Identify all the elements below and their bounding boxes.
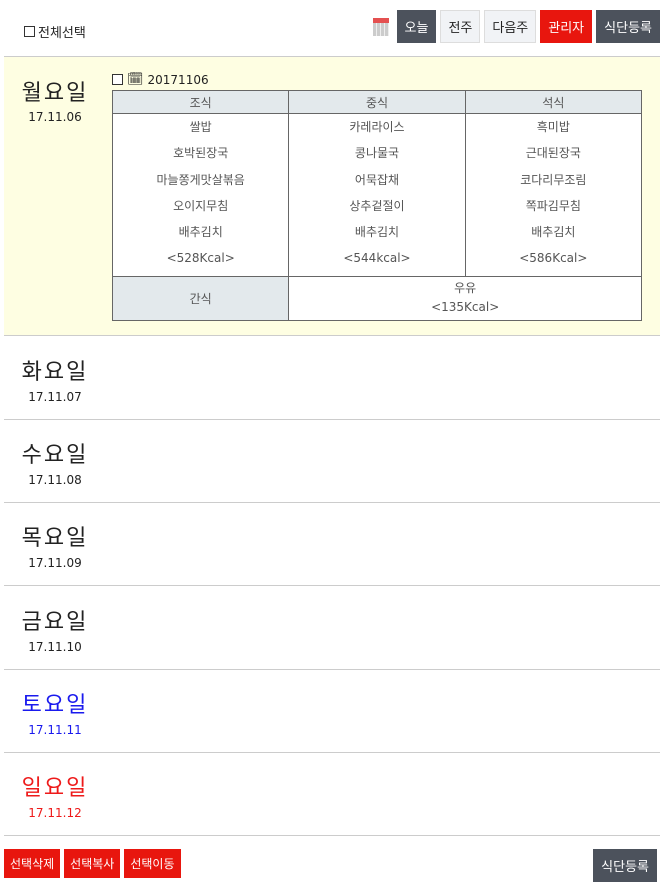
day-date: 17.11.09 [28, 556, 82, 570]
day-name: 토요일 [21, 693, 89, 718]
register-meal-button[interactable]: 식단등록 [596, 10, 660, 43]
day-date: 17.11.08 [28, 473, 82, 487]
day-row: 일요일 17.11.12 [4, 752, 660, 836]
calendar-icon[interactable] [372, 17, 389, 36]
menu-item: 어묵잡채 [354, 172, 400, 187]
col-lunch: 중식 [288, 90, 466, 114]
day-name: 화요일 [21, 360, 89, 385]
select-all-checkbox[interactable] [24, 26, 35, 37]
copy-selected-button[interactable]: 선택복사 [64, 849, 121, 878]
today-button[interactable]: 오늘 [396, 10, 437, 43]
next-week-button[interactable]: 다음주 [484, 10, 537, 43]
col-dinner: 석식 [464, 90, 643, 114]
day-name: 월요일 [21, 81, 89, 106]
day-date: 17.11.06 [28, 110, 82, 124]
day-row: 금요일 17.11.10 [4, 586, 660, 670]
day-date: 17.11.07 [28, 390, 82, 404]
day-date: 17.11.12 [28, 806, 82, 820]
day-row: 수요일 17.11.08 [4, 419, 660, 503]
menu-item: 마늘쫑게맛살볶음 [156, 172, 245, 187]
toolbar: 전체선택 오늘 전주 다음주 관리자 식단등록 [4, 0, 660, 57]
meal-kcal: <544kcal> [343, 251, 411, 266]
meal-checkbox[interactable] [112, 74, 123, 85]
calendar-check-icon: 🗓 [127, 72, 144, 87]
delete-selected-button[interactable]: 선택삭제 [4, 849, 61, 878]
menu-item: 근대된장국 [525, 146, 581, 161]
meal-kcal: <528Kcal> [166, 251, 235, 266]
menu-item: 호박된장국 [173, 146, 229, 161]
snack-kcal: <135Kcal> [431, 300, 500, 315]
day-name: 금요일 [21, 610, 89, 635]
day-name: 수요일 [21, 443, 89, 468]
register-meal-button-bottom[interactable]: 식단등록 [593, 849, 657, 882]
day-name: 일요일 [21, 776, 89, 801]
day-row: 토요일 17.11.11 [4, 669, 660, 753]
select-all[interactable]: 전체선택 [24, 22, 86, 41]
day-date: 17.11.10 [28, 640, 82, 654]
menu-item: 흑미밥 [536, 120, 570, 134]
meal-kcal: <586Kcal> [519, 251, 588, 266]
menu-item: 오이지무침 [173, 198, 229, 213]
admin-button[interactable]: 관리자 [540, 10, 593, 43]
day-name: 목요일 [21, 526, 89, 551]
meal-date: 20171106 [147, 72, 209, 87]
day-date: 17.11.11 [28, 723, 82, 737]
menu-item: 배추김치 [354, 225, 400, 240]
move-selected-button[interactable]: 선택이동 [124, 849, 181, 878]
menu-item: 상추겉절이 [349, 198, 405, 213]
menu-item: 배추김치 [531, 225, 576, 240]
col-breakfast: 조식 [111, 90, 290, 114]
menu-item: 쌀밥 [189, 120, 212, 134]
snack-label: 간식 [111, 275, 290, 321]
menu-item: 카레라이스 [349, 120, 405, 134]
day-row: 목요일 17.11.09 [4, 502, 660, 586]
day-row: 화요일 17.11.07 [4, 336, 660, 420]
menu-item: 쪽파김무침 [525, 198, 581, 213]
prev-week-button[interactable]: 전주 [440, 10, 481, 43]
menu-item: 코다리무조림 [520, 172, 587, 187]
snack-item: 우유 [454, 281, 477, 296]
menu-item: 배추김치 [178, 225, 223, 240]
select-all-label: 전체선택 [38, 26, 86, 41]
menu-item: 콩나물국 [354, 146, 400, 161]
